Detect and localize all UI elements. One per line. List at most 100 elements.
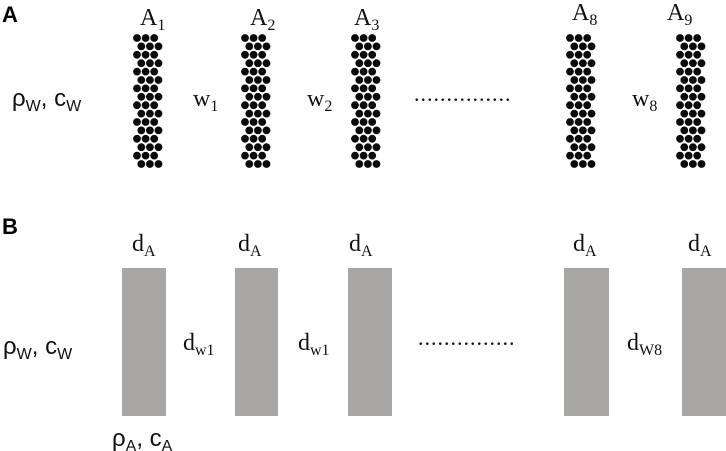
panel-b-ellipsis: ............... xyxy=(418,325,516,350)
slab-material-label: ρA, cA xyxy=(112,425,173,451)
atom-dot xyxy=(355,160,364,168)
atom-dot xyxy=(570,42,579,51)
atom-dot xyxy=(355,126,364,135)
atom-dot xyxy=(262,143,271,152)
atom-dot xyxy=(359,34,368,42)
atom-dot xyxy=(258,118,267,126)
atom-dot xyxy=(566,67,574,76)
atom-dot xyxy=(241,34,249,42)
atom-dot xyxy=(241,84,249,93)
atom-dot xyxy=(249,101,258,110)
atom-dot xyxy=(693,151,702,160)
atom-dot xyxy=(574,67,583,76)
atom-dot xyxy=(133,84,141,93)
atom-dot xyxy=(368,101,377,110)
atom-dot xyxy=(579,126,587,135)
c-subscript: W xyxy=(66,98,82,115)
atom-dot xyxy=(676,134,684,143)
slab-8 xyxy=(564,268,609,416)
atom-dot xyxy=(697,42,706,51)
atom-dot xyxy=(137,160,146,168)
atom-dot xyxy=(372,42,381,51)
atom-dot xyxy=(372,143,381,152)
atom-dot xyxy=(359,50,368,59)
atom-dot xyxy=(368,118,377,126)
atom-dot xyxy=(684,50,693,59)
atom-dot xyxy=(254,92,262,101)
atom-dot xyxy=(579,109,587,118)
atom-dot xyxy=(579,76,587,84)
atom-dot xyxy=(351,101,359,110)
atom-dot xyxy=(141,134,150,143)
atom-dot xyxy=(137,76,146,84)
atom-dot xyxy=(133,118,141,126)
atom-dot xyxy=(364,160,372,168)
atom-dot xyxy=(150,134,159,143)
atom-dot xyxy=(249,84,258,93)
atom-dot xyxy=(258,50,267,59)
atom-dot xyxy=(697,59,706,68)
atom-dot xyxy=(150,118,159,126)
panel-a-label: A xyxy=(2,2,18,27)
atom-dot xyxy=(359,134,368,143)
atom-dot xyxy=(697,109,706,118)
atom-dot xyxy=(154,92,163,101)
atom-dot xyxy=(254,59,262,68)
atom-dot xyxy=(574,134,583,143)
atom-dot xyxy=(359,67,368,76)
atom-dot xyxy=(689,92,697,101)
atom-dot xyxy=(693,101,702,110)
atom-dot xyxy=(583,84,592,93)
atom-dot xyxy=(680,59,689,68)
atom-dot xyxy=(697,76,706,84)
atom-dot xyxy=(254,143,262,152)
atom-dot xyxy=(697,126,706,135)
atom-dot xyxy=(684,118,693,126)
atom-dot xyxy=(245,59,254,68)
atom-dot xyxy=(254,126,262,135)
atom-dot xyxy=(258,134,267,143)
atom-dot xyxy=(258,151,267,160)
atom-dot xyxy=(258,101,267,110)
atom-dot xyxy=(133,101,141,110)
gap-label-dw1-a: dw1 xyxy=(183,330,215,359)
atom-dot xyxy=(154,59,163,68)
atom-dot xyxy=(680,42,689,51)
gap-label-w1: w1 xyxy=(193,86,218,115)
atom-dot xyxy=(258,34,267,42)
atom-dot xyxy=(249,67,258,76)
atom-dot xyxy=(368,34,377,42)
atom-dot xyxy=(364,59,372,68)
atom-dot xyxy=(245,76,254,84)
atom-dot xyxy=(680,143,689,152)
atom-dot xyxy=(258,84,267,93)
atom-dot xyxy=(359,84,368,93)
atom-dot xyxy=(146,143,154,152)
atom-dot xyxy=(372,92,381,101)
atom-dot xyxy=(697,160,706,168)
atom-dot xyxy=(684,134,693,143)
atom-dot xyxy=(680,160,689,168)
atom-dot xyxy=(587,59,596,68)
atom-dot xyxy=(579,143,587,152)
atom-dot xyxy=(364,92,372,101)
atom-dot xyxy=(689,42,697,51)
slab-2 xyxy=(235,268,278,416)
atom-dot xyxy=(146,42,154,51)
atom-dot xyxy=(587,143,596,152)
atom-dot xyxy=(566,134,574,143)
atom-dot xyxy=(368,50,377,59)
atom-dot xyxy=(684,84,693,93)
atom-dot xyxy=(262,92,271,101)
atom-dot xyxy=(245,92,254,101)
atom-dot xyxy=(364,76,372,84)
atom-dot xyxy=(355,143,364,152)
atom-dot xyxy=(570,92,579,101)
atom-dot xyxy=(364,42,372,51)
atom-dot xyxy=(133,50,141,59)
slab-thickness-label-8: dA xyxy=(573,231,597,260)
atom-dot xyxy=(583,67,592,76)
atom-dot xyxy=(146,92,154,101)
slab-thickness-label-3: dA xyxy=(349,231,373,260)
atom-dot xyxy=(676,101,684,110)
